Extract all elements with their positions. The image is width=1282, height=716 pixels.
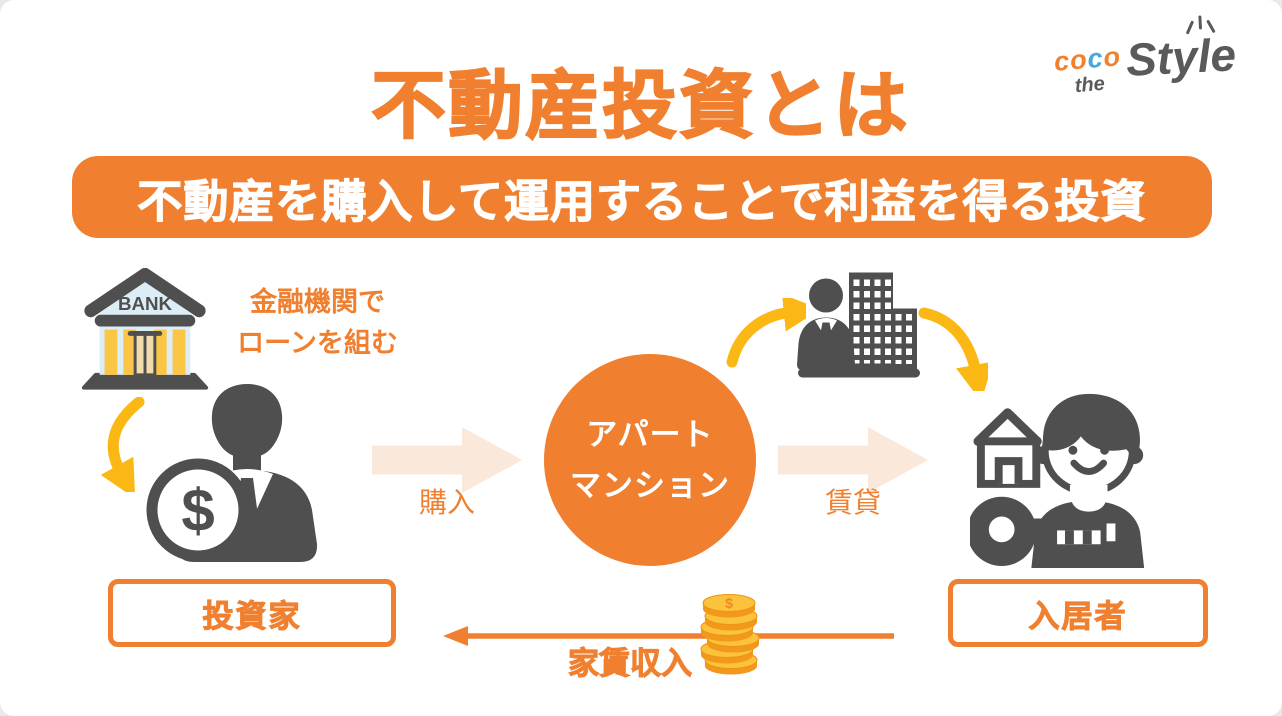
- rent-label: 賃貸: [824, 487, 881, 518]
- bank-sign-text: BANK: [118, 293, 173, 314]
- coin-stack-icon: $: [700, 594, 760, 675]
- rental-income-label: 家賃収入: [568, 646, 693, 682]
- property-line1: アパート: [586, 416, 714, 452]
- investor-label: 投資家: [202, 598, 302, 634]
- property-manager-icon: [797, 272, 920, 378]
- resident-label-box: 入居者: [948, 579, 1208, 647]
- property-line2: マンション: [570, 468, 730, 503]
- property-to-manager-arrow-icon: [726, 298, 806, 368]
- loan-caption-line1: 金融機関で: [250, 287, 385, 317]
- definition-banner-text: 不動産を購入して運用することで利益を得る投資: [137, 175, 1147, 227]
- loan-caption: 金融機関で ローンを組む: [230, 282, 405, 363]
- loan-caption-line2: ローンを組む: [237, 327, 398, 358]
- resident-icon: [970, 393, 1145, 568]
- manager-to-resident-arrow-icon: [918, 307, 988, 391]
- page-title: 不動産投資とは: [371, 63, 911, 148]
- resident-label: 入居者: [1028, 598, 1128, 634]
- logo-style-text: Style: [1125, 15, 1238, 88]
- purchase-label: 購入: [418, 487, 475, 518]
- rental-income-arrow-icon: [443, 626, 894, 646]
- definition-banner: 不動産を購入して運用することで利益を得る投資: [72, 156, 1212, 238]
- coin-stack-dollar-symbol: $: [725, 595, 733, 611]
- sparkle-icon: [1186, 15, 1216, 35]
- property-circle: アパート マンション: [544, 354, 756, 566]
- bank-to-investor-arrow-icon: [100, 397, 145, 492]
- investor-icon: $: [146, 384, 318, 562]
- bank-icon: BANK: [81, 268, 209, 390]
- investor-label-box: 投資家: [108, 579, 396, 647]
- dollar-coin-symbol: $: [181, 477, 214, 544]
- site-logo: coco the Style: [1053, 15, 1238, 97]
